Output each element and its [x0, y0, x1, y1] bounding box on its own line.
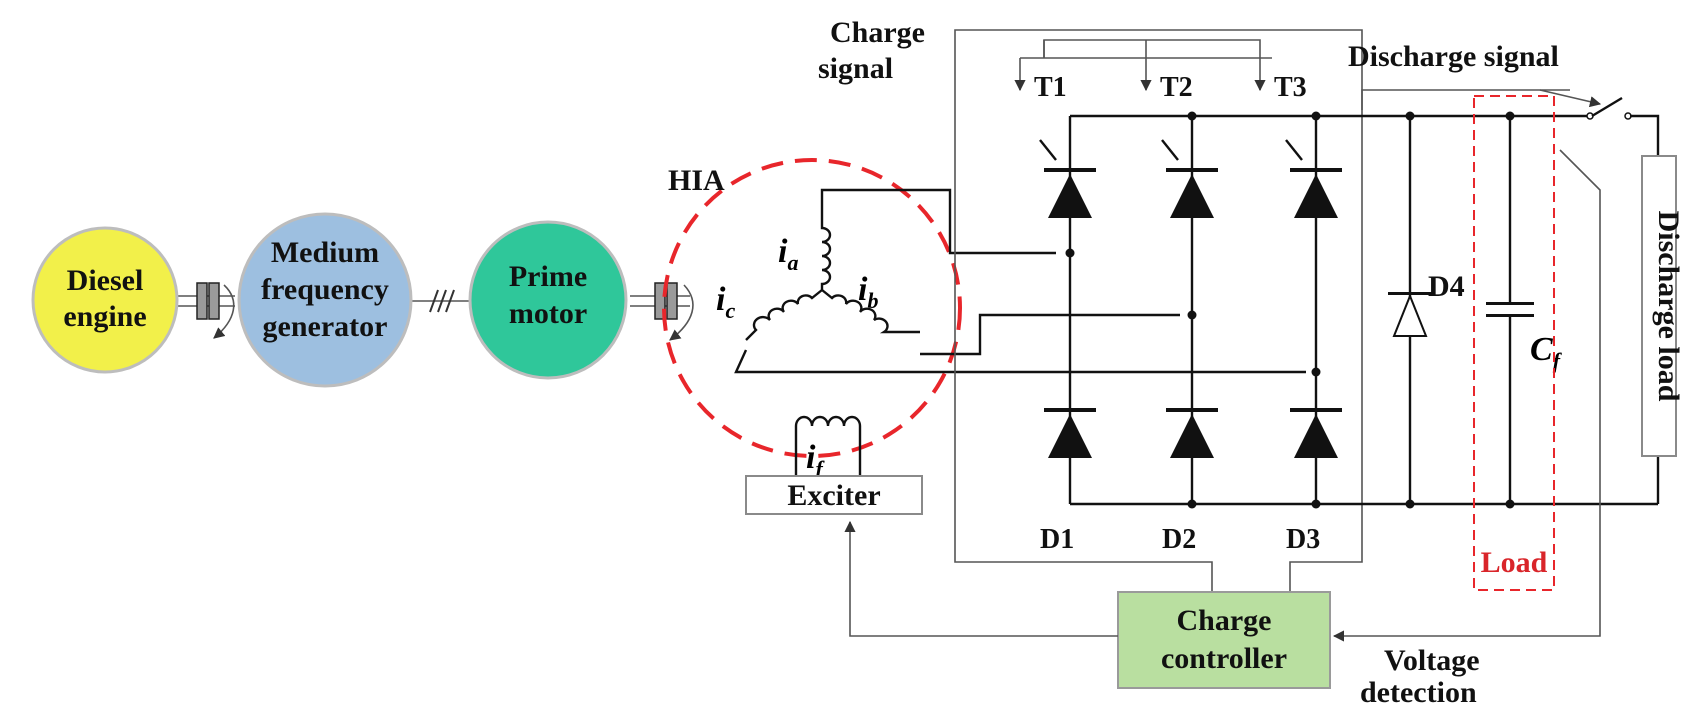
junction-dot — [1311, 111, 1321, 121]
load-label: Load — [1481, 546, 1548, 579]
prime-motor-node: Prime motor — [468, 220, 628, 380]
controller-label-2: controller — [1161, 642, 1287, 675]
diode-d1-icon — [1044, 408, 1096, 458]
cf-plate-top — [1486, 302, 1534, 305]
controller-to-exciter — [844, 520, 1118, 637]
switch-lead-right — [1630, 114, 1660, 156]
diesel-engine-node: Diesel engine — [31, 226, 179, 374]
junction-dot — [1187, 310, 1197, 320]
diesel-label-1: Diesel — [67, 264, 144, 297]
coil-c — [745, 289, 823, 341]
hia-alternator: HIA ia ib ic if Exciter — [662, 158, 1306, 515]
diode-d4-icon — [1388, 292, 1432, 337]
diode-d2-icon — [1166, 408, 1218, 458]
ic-label: ic — [716, 281, 735, 323]
coil-a — [820, 224, 832, 290]
generator-label-2: frequency — [261, 273, 389, 306]
shaft-hash-icon — [429, 289, 455, 313]
hia-label: HIA — [668, 164, 725, 197]
prime-label-2: motor — [509, 297, 587, 330]
discharge-signal-line — [1361, 89, 1570, 110]
exciter-label: Exciter — [787, 479, 880, 512]
thyristor-t2-icon — [1161, 139, 1218, 218]
discharge-load-box — [1641, 155, 1677, 457]
output-stage: D4 Cf Load Discharge load — [1388, 95, 1685, 591]
wire-phase-c — [734, 349, 1306, 374]
exciter-box — [745, 475, 923, 515]
t1-label: T1 — [1034, 72, 1067, 103]
voltage-label-1: Voltage — [1384, 644, 1480, 677]
charge-frame-left — [954, 29, 1363, 592]
cf-label: Cf — [1530, 331, 1563, 373]
load-box — [1473, 95, 1555, 591]
generator-label-1: Medium — [271, 236, 379, 269]
cf-plate-bottom — [1486, 314, 1534, 317]
t3-label: T3 — [1274, 72, 1307, 103]
junction-dot — [1065, 248, 1075, 258]
junction-dot — [1187, 111, 1197, 121]
switch-blade-icon[interactable] — [1591, 96, 1623, 118]
rectifier-bridge: T1 T2 T3 D1 D2 D3 — [1034, 72, 1658, 555]
coupling-2-icon — [654, 282, 694, 341]
discharge-signal-label: Discharge signal — [1348, 40, 1559, 73]
control-signals: Charge signal Discharge signal — [818, 16, 1602, 592]
voltage-label-2: detection — [1360, 676, 1477, 709]
junction-dot — [1311, 499, 1321, 509]
ia-label: ia — [778, 233, 798, 275]
generator-node: Medium frequency generator — [237, 212, 413, 388]
d4-label: D4 — [1428, 270, 1465, 303]
diesel-label-2: engine — [63, 300, 146, 333]
charge-controller: Charge controller Voltage detection — [844, 149, 1601, 709]
d3-label: D3 — [1286, 524, 1320, 555]
discharge-load-label: Discharge load — [1652, 211, 1685, 402]
t2-label: T2 — [1160, 72, 1193, 103]
controller-label-1: Charge — [1177, 604, 1272, 637]
drivetrain: Diesel engine Medium frequency generator… — [31, 212, 694, 388]
wire-phase-b — [920, 313, 1180, 356]
discharge-arrow — [1539, 89, 1602, 108]
coil-b — [821, 289, 920, 334]
coupling-1-icon — [196, 282, 235, 339]
hia-boundary — [662, 158, 962, 458]
generator-label-3: generator — [263, 310, 388, 343]
voltage-feedback-line — [1332, 149, 1601, 642]
d2-label: D2 — [1162, 524, 1196, 555]
junction-dot — [1187, 499, 1197, 509]
charge-signal-label-1: Charge — [830, 16, 925, 49]
charge-frame-right — [1289, 90, 1363, 592]
charge-signal-label-2: signal — [818, 52, 893, 85]
if-label: if — [806, 439, 825, 481]
thyristor-t3-icon — [1285, 139, 1342, 218]
thyristor-t1-icon — [1039, 139, 1096, 218]
d1-label: D1 — [1040, 524, 1074, 555]
diode-d3-icon — [1290, 408, 1342, 458]
wire-phase-a — [820, 188, 1056, 255]
junction-dot — [1311, 367, 1321, 377]
controller-box — [1117, 591, 1331, 689]
field-coil — [794, 415, 862, 476]
prime-label-1: Prime — [509, 260, 587, 293]
charge-signal-line — [1043, 39, 1261, 58]
ib-label: ib — [858, 271, 878, 313]
